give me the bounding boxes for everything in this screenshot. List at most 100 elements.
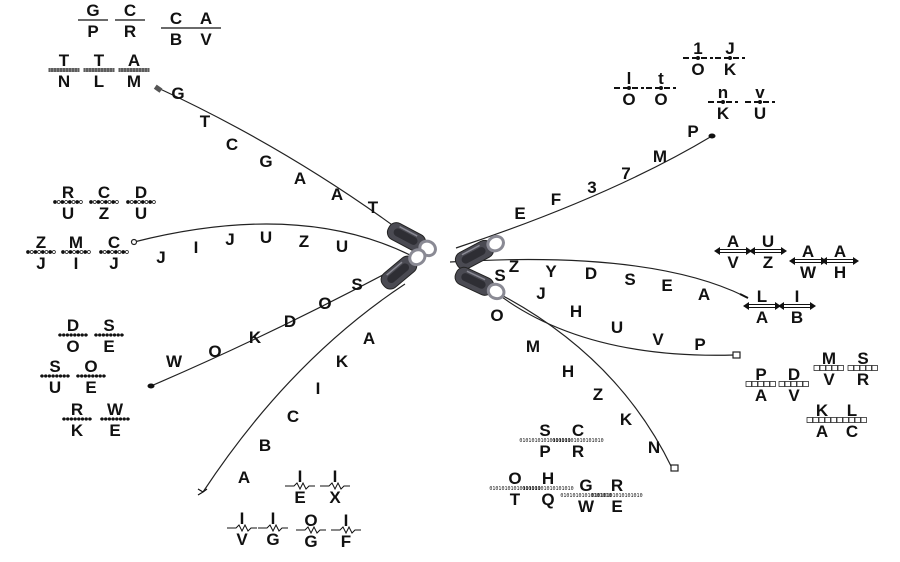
letter-pair-dots: SU [40, 357, 70, 397]
letter-pair-arrows: AW [789, 242, 827, 282]
letter-pair-arrows: UZ [749, 232, 787, 272]
pair-bottom-letter: A [756, 308, 768, 327]
pair-bottom-letter: F [341, 532, 351, 551]
letter-pair-arrows: LA [743, 287, 781, 327]
track-end-circle [130, 238, 138, 246]
pair-bottom-letter: O [622, 90, 635, 109]
letter-pair-boxes: SR [847, 349, 878, 389]
zipper-track-zydsea [449, 258, 745, 297]
pair-top-letter: I [795, 287, 800, 306]
letter-pair-boxes: PA [745, 365, 776, 405]
track-letter: D [284, 312, 296, 331]
pair-bottom-letter: O [66, 337, 79, 356]
binary-strip: 01010101010101010 [519, 438, 570, 444]
pair-bottom-letter: Z [99, 204, 109, 223]
track-letter: S [494, 266, 505, 285]
letter-pair-dots: WE [100, 400, 130, 440]
pair-top-letter: D [67, 316, 79, 335]
pair-top-letter: A [128, 51, 140, 70]
pair-top-letter: Z [36, 233, 46, 252]
pair-bottom-letter: V [236, 530, 248, 549]
track-letter: G [171, 84, 184, 103]
track-letter: 3 [587, 178, 596, 197]
track-letter: U [611, 318, 623, 337]
letter-pair-dashdot: JK [715, 39, 745, 79]
pair-top-letter: I [333, 467, 338, 486]
pair-top-letter: t [658, 69, 664, 88]
pair-bottom-letter: J [36, 254, 45, 273]
pair-bottom-letter: K [717, 104, 730, 123]
letter-pair-zigzag: IX [320, 467, 350, 507]
pair-bottom-letter: T [510, 490, 521, 509]
track-letter: Z [509, 257, 519, 276]
track-letter: J [536, 284, 545, 303]
pair-bottom-letter: X [329, 488, 341, 507]
binary-strip: 01010101010101010 [560, 493, 611, 499]
pair-top-letter: O [508, 469, 521, 488]
pair-top-letter: I [240, 509, 245, 528]
pair-top-letter: n [718, 83, 728, 102]
pair-bottom-letter: K [71, 421, 84, 440]
track-letter: A [238, 468, 250, 487]
pair-top-letter: C [572, 421, 584, 440]
pair-bottom-letter: K [724, 60, 737, 79]
track-letter: O [490, 306, 503, 325]
track-letter: I [194, 238, 199, 257]
pair-top-letter: O [84, 357, 97, 376]
pair-top-letter: D [788, 365, 800, 384]
letter-pair-beads: ZJ [26, 233, 56, 273]
zipper-puller-4 [454, 266, 506, 301]
pair-bottom-letter: V [200, 30, 212, 49]
track-letter: O [208, 342, 221, 361]
letter-pair-boxes: MV [813, 349, 844, 389]
track-letter: Y [545, 262, 557, 281]
zipper-track-abcika [202, 283, 406, 493]
pair-top-letter: R [62, 183, 74, 202]
pair-top-letter: S [103, 316, 114, 335]
track-letter: U [336, 237, 348, 256]
zipper-track-jijuzu [133, 223, 413, 257]
pair-bottom-letter: W [578, 497, 595, 516]
letter-pair-zigzag: IE [285, 467, 315, 507]
letter-pair-dashdot: vU [745, 83, 775, 123]
pair-top-letter: L [847, 401, 857, 420]
pair-top-letter: T [59, 51, 70, 70]
track-letter: W [166, 352, 183, 371]
zipper-puller-2 [454, 234, 505, 270]
track-letter: A [698, 285, 710, 304]
track-letter: K [620, 410, 633, 429]
pair-bottom-letter: E [85, 378, 96, 397]
pair-top-letter: C [124, 1, 136, 20]
binary-strip: 01010101010101010 [522, 486, 573, 492]
pair-bottom-letter: B [170, 30, 182, 49]
pair-bottom-letter: P [539, 442, 550, 461]
letter-pair-boxes: KA [806, 401, 837, 441]
pair-top-letter: P [755, 365, 766, 384]
track-letter: A [331, 185, 343, 204]
pair-bottom-letter: Z [763, 253, 773, 272]
track-letter: 7 [621, 164, 630, 183]
track-letter: C [287, 407, 299, 426]
pair-top-letter: A [834, 242, 846, 261]
letter-pair-dashdot: nK [708, 83, 738, 123]
pair-top-letter: R [611, 476, 623, 495]
pair-bottom-letter: R [857, 370, 869, 389]
track-letter: S [624, 270, 635, 289]
pair-bottom-letter: B [791, 308, 803, 327]
track-letter: F [551, 190, 561, 209]
track-letter: T [200, 112, 211, 131]
letter-pair-arrows: IB [778, 287, 816, 327]
pair-top-letter: L [757, 287, 767, 306]
pair-top-letter: K [816, 401, 829, 420]
pair-top-letter: R [71, 400, 83, 419]
track-letter: M [653, 147, 667, 166]
pair-bottom-letter: E [109, 421, 120, 440]
letter-pair-dashdot: 1O [683, 39, 713, 79]
track-letter: E [514, 204, 525, 223]
